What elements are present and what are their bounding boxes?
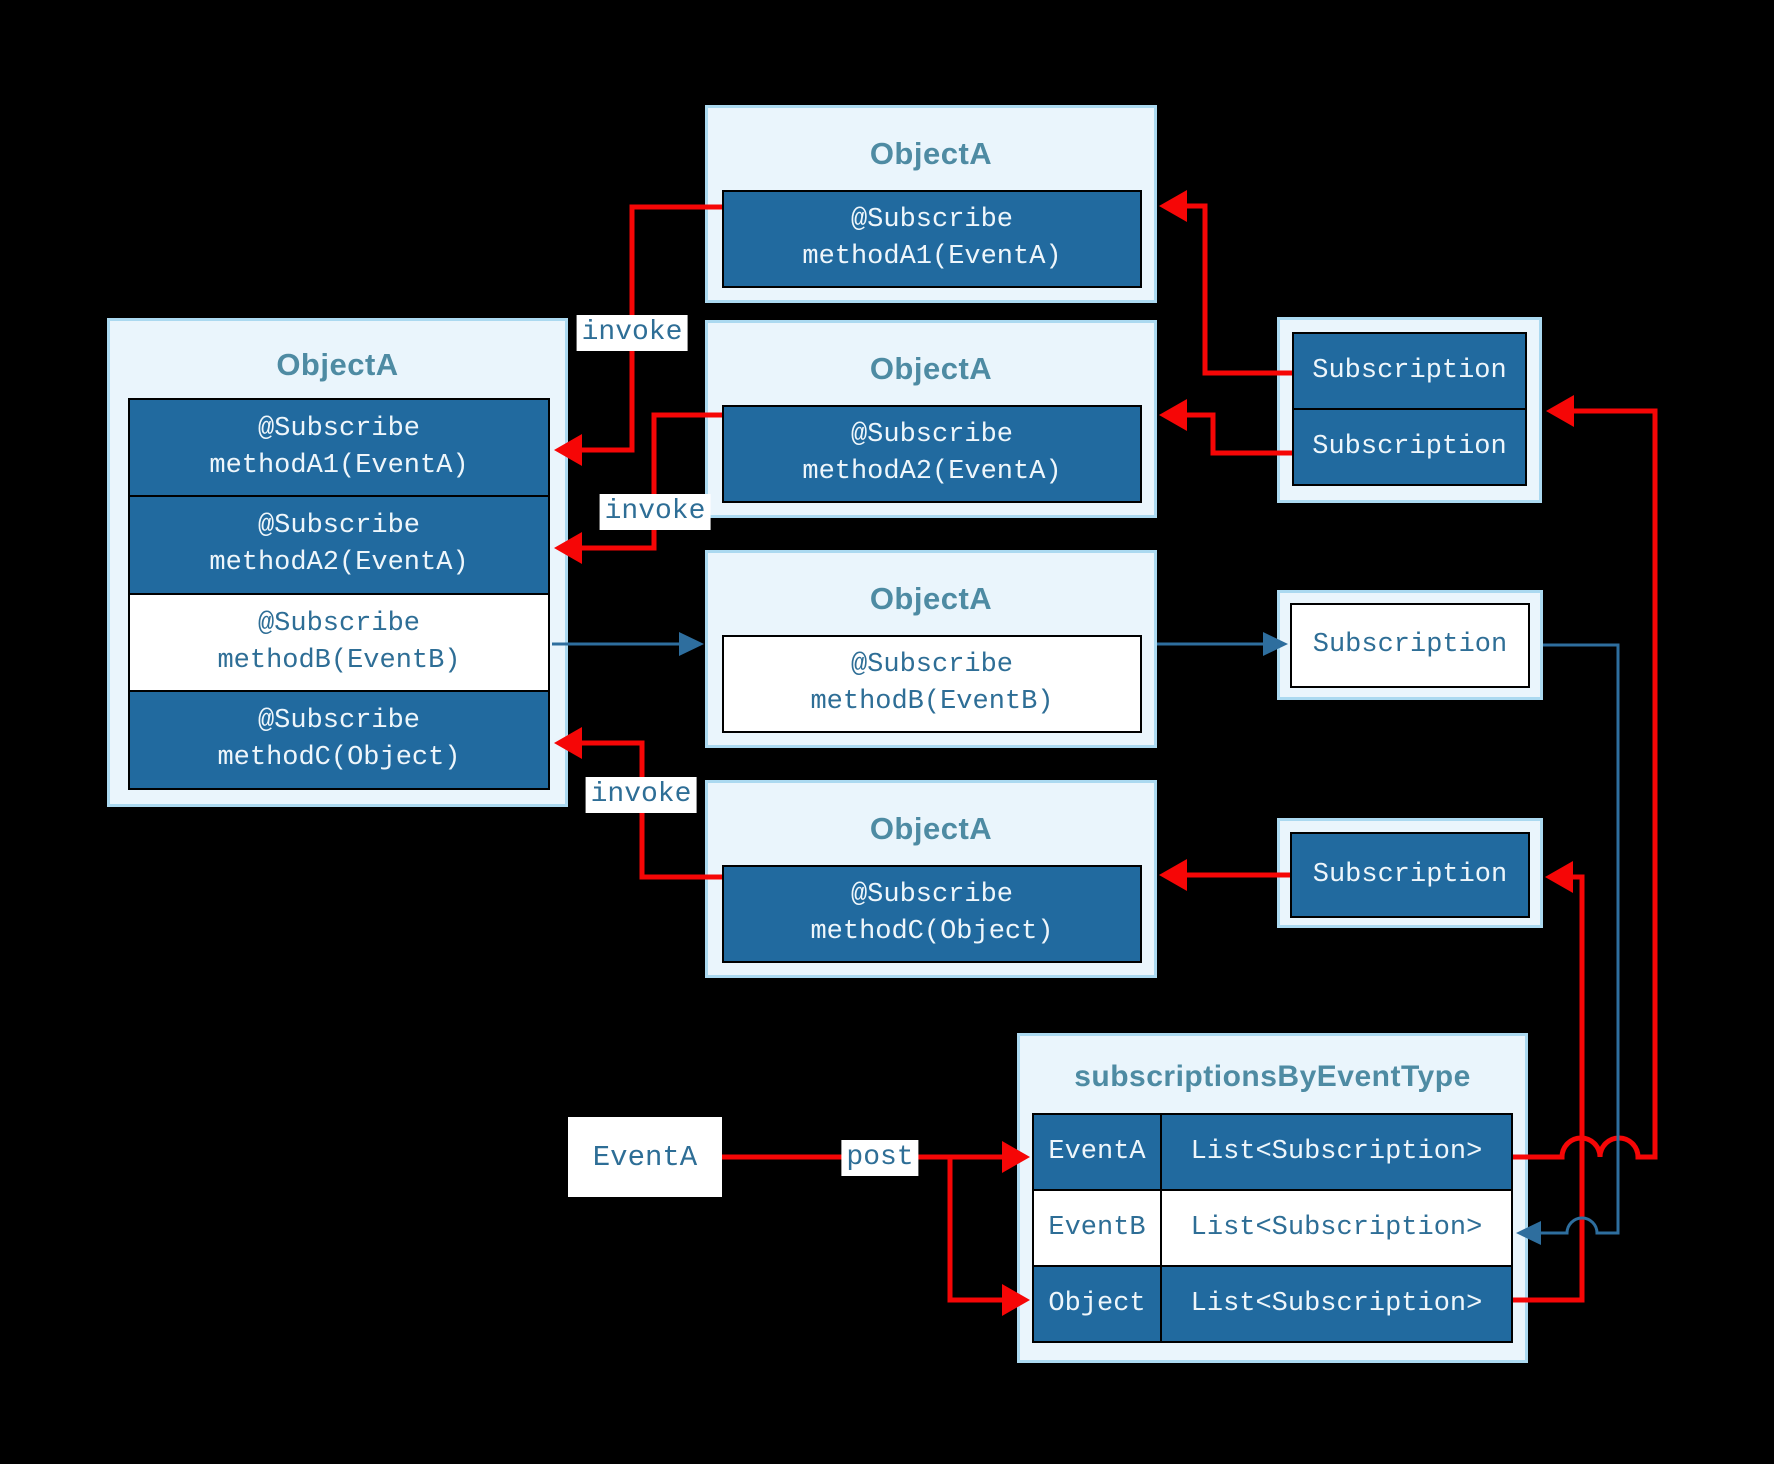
table-row-object: Object List<Subscription> [1032, 1265, 1513, 1343]
objecta-title: ObjectA [869, 811, 993, 846]
left-method-a2-cell: @Subscribe methodA2(EventA) [128, 495, 550, 595]
method-signature: methodA1(EventA) [209, 450, 469, 481]
subscription-label: Subscription [1312, 859, 1508, 890]
method-a1-cell: @Subscribe methodA1(EventA) [722, 190, 1142, 288]
method-a2-cell: @Subscribe methodA2(EventA) [722, 405, 1142, 503]
method-signature: methodC(Object) [217, 743, 461, 773]
subscription-b-card: Subscription [1277, 590, 1543, 700]
edge-eventa-row-to-subscription-stack [1513, 408, 1658, 1160]
objecta-title: ObjectA [869, 136, 993, 171]
subscribe-annotation: @Subscribe [850, 205, 1014, 235]
subscriptions-by-eventtype-card: subscriptionsByEventType EventA List<Sub… [1017, 1033, 1528, 1363]
objecta-title: ObjectA [869, 351, 993, 386]
event-type-cell: EventB [1032, 1189, 1162, 1267]
method-b-cell: @Subscribe methodB(EventB) [722, 635, 1142, 733]
objecta-card-method-a1: ObjectA @Subscribe methodA1(EventA) [705, 105, 1157, 303]
subscription-cell: Subscription [1292, 332, 1527, 410]
objecta-card-method-b: ObjectA @Subscribe methodB(EventB) [705, 550, 1157, 748]
post-label: post [841, 1140, 919, 1176]
edge-subscription-b-to-eventb-row [1541, 643, 1620, 1235]
subscribe-annotation: @Subscribe [257, 706, 421, 736]
event-type-cell: EventA [1032, 1113, 1162, 1191]
method-signature: methodB(EventB) [217, 645, 461, 676]
invoke-label-1: invoke [576, 315, 688, 351]
subscriptions-table-title: subscriptionsByEventType [1074, 1060, 1471, 1093]
arrowhead-right-icon [679, 632, 704, 656]
left-objecta-title: ObjectA [276, 347, 399, 382]
subscription-list-cell: List<Subscription> [1160, 1189, 1513, 1267]
edge-post-to-object-row [947, 1157, 1005, 1303]
subscription-cell: Subscription [1292, 408, 1527, 486]
left-method-c-cell: @Subscribe methodC(Object) [128, 690, 550, 790]
subscription-b-cell: Subscription [1290, 603, 1530, 688]
method-signature: methodA2(EventA) [802, 457, 1062, 487]
subscription-list-cell: List<Subscription> [1160, 1265, 1513, 1343]
subscription-c-cell: Subscription [1290, 832, 1530, 918]
subscribe-annotation: @Subscribe [850, 880, 1014, 910]
eventa-label: EventA [592, 1140, 698, 1174]
subscribe-annotation: @Subscribe [257, 413, 421, 444]
event-type-cell: Object [1032, 1265, 1162, 1343]
subscription-stack-card: Subscription Subscription [1277, 317, 1542, 503]
arrowhead-left-icon [1159, 190, 1187, 222]
subscribe-annotation: @Subscribe [850, 650, 1014, 680]
arrowhead-left-icon [1159, 859, 1187, 891]
method-signature: methodA1(EventA) [802, 242, 1062, 272]
arrowhead-left-icon [1159, 399, 1187, 431]
left-method-a1-cell: @Subscribe methodA1(EventA) [128, 398, 550, 497]
subscribe-annotation: @Subscribe [257, 608, 421, 639]
invoke-label-3: invoke [585, 777, 697, 813]
subscription-list-cell: List<Subscription> [1160, 1113, 1513, 1191]
arrowhead-left-icon [1545, 861, 1573, 893]
method-signature: methodB(EventB) [810, 687, 1054, 717]
objecta-card-method-c: ObjectA @Subscribe methodC(Object) [705, 780, 1157, 978]
invoke-label-2: invoke [599, 494, 711, 530]
method-signature: methodA2(EventA) [209, 548, 469, 578]
method-c-cell: @Subscribe methodC(Object) [722, 865, 1142, 963]
subscription-label: Subscription [1312, 431, 1507, 462]
subscriptions-table: EventA List<Subscription> EventB List<Su… [1032, 1113, 1513, 1343]
subscription-label: Subscription [1312, 630, 1508, 660]
objecta-card-method-a2: ObjectA @Subscribe methodA2(EventA) [705, 320, 1157, 518]
left-method-b-cell: @Subscribe methodB(EventB) [128, 593, 550, 692]
objecta-title: ObjectA [869, 581, 993, 616]
eventa-box: EventA [568, 1117, 722, 1197]
subscription-label: Subscription [1312, 355, 1507, 386]
subscribe-annotation: @Subscribe [257, 511, 421, 541]
method-signature: methodC(Object) [810, 917, 1054, 947]
left-objecta-card: ObjectA @Subscribe methodA1(EventA) @Sub… [107, 318, 568, 807]
subscription-c-card: Subscription [1277, 818, 1543, 928]
table-row-eventb: EventB List<Subscription> [1032, 1189, 1513, 1267]
arrowhead-left-icon [1546, 395, 1574, 427]
table-row-eventa: EventA List<Subscription> [1032, 1113, 1513, 1191]
subscribe-annotation: @Subscribe [850, 420, 1014, 450]
